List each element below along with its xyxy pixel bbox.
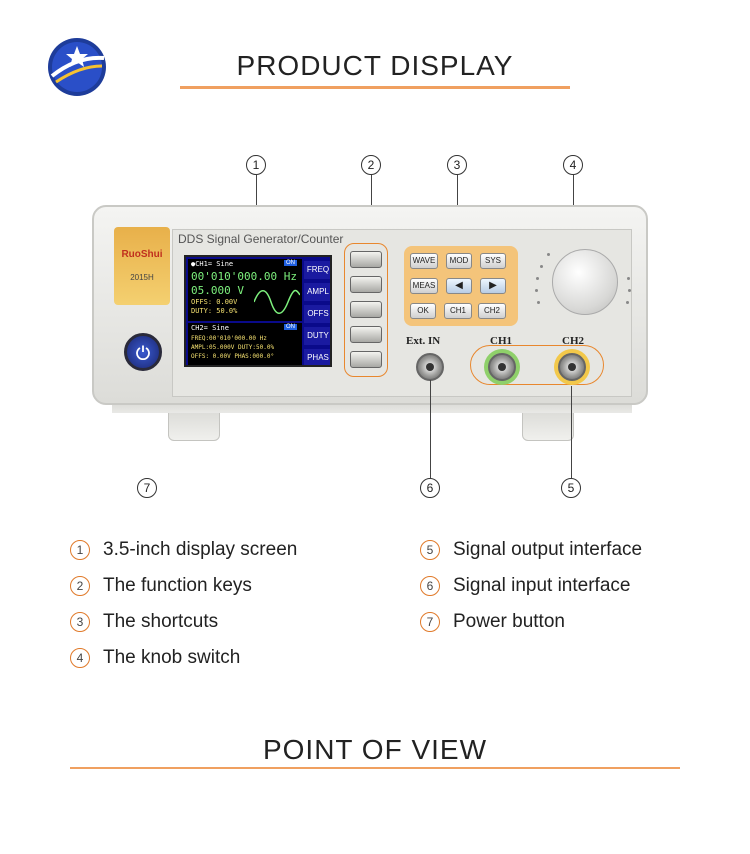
ch1-duty: DUTY: 50.0%	[191, 307, 238, 315]
legend-number: 6	[420, 576, 440, 596]
ch2-offset-phase: OFFS: 0.00V PHAS:000.0°	[191, 353, 275, 360]
knob-scale-dot	[547, 253, 550, 256]
ext-in-label: Ext. IN	[406, 335, 441, 347]
screen-label-ampl: AMPL	[304, 283, 330, 301]
power-button[interactable]	[124, 333, 162, 371]
device-model-label: DDS Signal Generator/Counter	[178, 232, 344, 246]
legend-item-knob-switch: 4 The knob switch	[70, 647, 240, 669]
legend-number: 3	[70, 612, 90, 632]
ext-in-port[interactable]	[416, 353, 444, 381]
legend-item-signal-output: 5 Signal output interface	[420, 539, 642, 561]
wave-button[interactable]: WAVE	[410, 253, 438, 269]
legend-item-shortcuts: 3 The shortcuts	[70, 611, 218, 633]
legend-text: The function keys	[103, 575, 252, 596]
ch1-select-button[interactable]: CH1	[444, 303, 472, 319]
section-title: POINT OF VIEW	[262, 734, 488, 765]
function-key-4[interactable]	[350, 326, 382, 343]
brand-name: RuoShui	[121, 249, 163, 260]
legend-number: 5	[420, 540, 440, 560]
legend-number: 1	[70, 540, 90, 560]
left-arrow-button[interactable]: ◀	[446, 278, 472, 294]
mod-button[interactable]: MOD	[446, 253, 472, 269]
knob-scale-dot	[628, 289, 631, 292]
knob-scale-dot	[627, 277, 630, 280]
legend-item-signal-input: 6 Signal input interface	[420, 575, 630, 597]
ch2-panel: CH2= Sine ON FREQ:00'010'000.00 Hz AMPL:…	[188, 323, 302, 365]
title-underline	[180, 86, 570, 89]
legend-text: Power button	[453, 611, 565, 632]
section-underline	[70, 767, 680, 769]
function-key-2[interactable]	[350, 276, 382, 293]
ch2-output-port[interactable]	[558, 353, 586, 381]
callout-2: 2	[361, 155, 381, 175]
sys-button[interactable]: SYS	[480, 253, 506, 269]
knob-scale-dot	[536, 277, 539, 280]
ch1-offset: OFFS: 0.00V	[191, 298, 238, 306]
knob-scale-dot	[540, 265, 543, 268]
screen-label-freq: FREQ	[304, 261, 330, 279]
legend-text: Signal input interface	[453, 575, 631, 596]
ch1-output-port[interactable]	[488, 353, 516, 381]
legend-item-display-screen: 1 3.5-inch display screen	[70, 539, 297, 561]
callout-6: 6	[420, 478, 440, 498]
output-ports-highlight	[470, 345, 604, 385]
ch1-panel: ●CH1= Sine ON 00'010'000.00 Hz 05.000 V …	[188, 259, 302, 321]
knob-scale-dot	[537, 301, 540, 304]
legend-text: The shortcuts	[103, 611, 219, 632]
ch1-header: ●CH1= Sine	[191, 260, 234, 268]
callout-5-leader	[571, 386, 572, 478]
function-key-3[interactable]	[350, 301, 382, 318]
ch2-amplitude-duty: AMPL:05.000V DUTY:50.0%	[191, 344, 275, 351]
legend-number: 4	[70, 648, 90, 668]
knob-scale-dot	[626, 301, 629, 304]
screen-label-offs: OFFS	[304, 305, 330, 323]
ok-button[interactable]: OK	[410, 303, 436, 319]
callout-5: 5	[561, 478, 581, 498]
legend-number: 7	[420, 612, 440, 632]
display-screen: ●CH1= Sine ON 00'010'000.00 Hz 05.000 V …	[184, 255, 332, 367]
page-title: PRODUCT DISPLAY	[236, 50, 514, 81]
power-icon	[136, 345, 150, 360]
brand-logo-icon	[48, 38, 106, 96]
function-key-5[interactable]	[350, 351, 382, 368]
callout-6-leader	[430, 380, 431, 478]
ch1-amplitude: 05.000 V	[191, 284, 244, 297]
right-arrow-button[interactable]: ▶	[480, 278, 506, 294]
legend-item-power-button: 7 Power button	[420, 611, 565, 633]
callout-3: 3	[447, 155, 467, 175]
ch2-on-tag: ON	[284, 324, 297, 330]
brand-badge: RuoShui 2015H	[114, 227, 170, 305]
legend-text: Signal output interface	[453, 539, 643, 560]
shortcut-keypad: WAVE MOD SYS MEAS ◀ ▶ OK CH1 CH2	[404, 246, 518, 326]
meas-button[interactable]: MEAS	[410, 278, 438, 294]
screen-label-duty: DUTY	[304, 327, 330, 345]
signal-generator-device: RuoShui 2015H DDS Signal Generator/Count…	[92, 205, 648, 441]
ch2-frequency: FREQ:00'010'000.00 Hz	[191, 335, 267, 342]
sine-wave-icon	[254, 289, 300, 314]
brand-model: 2015H	[130, 273, 154, 282]
legend-text: The knob switch	[103, 647, 241, 668]
callout-1: 1	[246, 155, 266, 175]
ch2-port-label: CH2	[562, 335, 584, 347]
rotary-knob[interactable]	[552, 249, 618, 315]
legend-item-function-keys: 2 The function keys	[70, 575, 252, 597]
screen-label-phas: PHAS	[304, 349, 330, 365]
knob-scale-dot	[535, 289, 538, 292]
ch1-frequency: 00'010'000.00 Hz	[191, 270, 297, 283]
ch1-on-tag: ON	[284, 260, 297, 266]
ch2-header: CH2= Sine	[191, 324, 229, 332]
function-keys-highlight	[344, 243, 388, 377]
callout-7: 7	[137, 478, 157, 498]
ch2-select-button[interactable]: CH2	[478, 303, 506, 319]
ch1-port-label: CH1	[490, 335, 512, 347]
screen-function-labels: FREQ AMPL OFFS DUTY PHAS	[304, 259, 330, 365]
function-key-1[interactable]	[350, 251, 382, 268]
legend-text: 3.5-inch display screen	[103, 539, 298, 560]
callout-4: 4	[563, 155, 583, 175]
legend-number: 2	[70, 576, 90, 596]
